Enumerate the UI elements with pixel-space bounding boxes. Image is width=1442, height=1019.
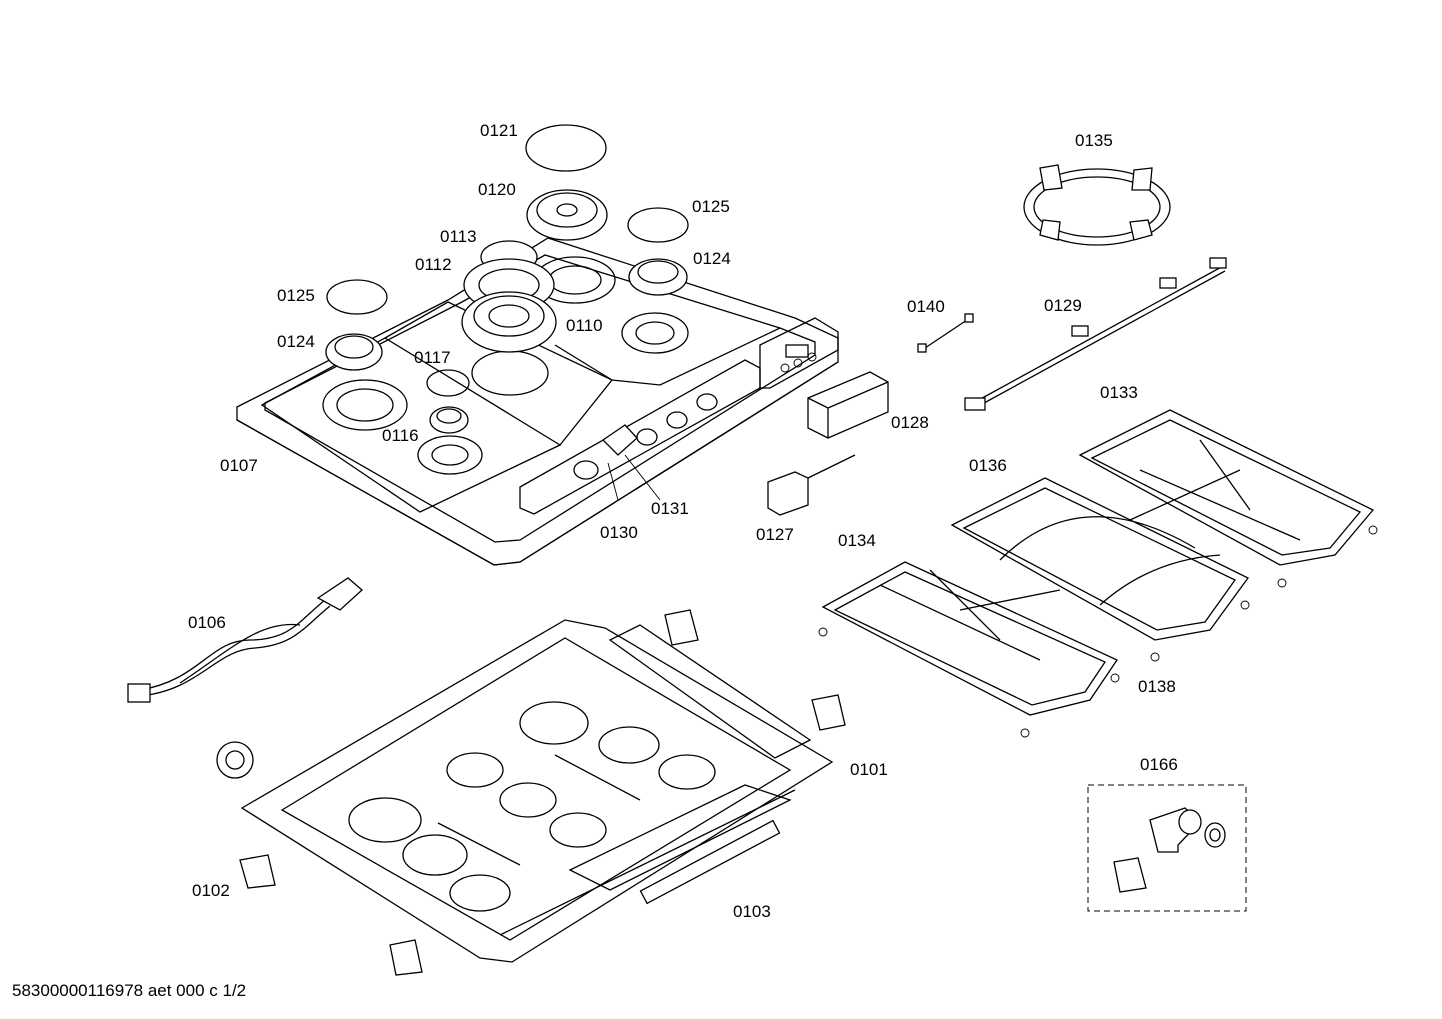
burner-parts [325, 124, 689, 434]
knob-icon [601, 424, 638, 456]
label-0106: 0106 [188, 613, 226, 632]
pan-supports [818, 409, 1378, 738]
kit-0166-box [1087, 784, 1247, 912]
label-0166: 0166 [1140, 755, 1178, 774]
label-0140: 0140 [907, 297, 945, 316]
callout-lines [607, 454, 661, 501]
wiring-harness [917, 257, 1227, 411]
label-0116: 0116 [382, 426, 419, 445]
label-0125-left: 0125 [277, 286, 315, 305]
label-0136: 0136 [969, 456, 1007, 475]
wok-ring [1023, 164, 1171, 246]
burner-0110 [461, 291, 557, 353]
label-0112: 0112 [415, 255, 452, 274]
document-footer: 58300000116978 aet 000 c 1/2 [12, 981, 247, 1000]
label-0117: 0117 [414, 348, 451, 367]
burner-head-0120 [526, 189, 608, 241]
power-cable [127, 577, 363, 703]
burner-cap-0121 [525, 124, 607, 172]
label-0127: 0127 [756, 525, 794, 544]
label-0133: 0133 [1100, 383, 1138, 402]
label-0134: 0134 [838, 531, 876, 550]
burner-head-0124-left [325, 333, 383, 371]
label-0113: 0113 [440, 227, 477, 246]
hob-top-panel [236, 237, 839, 566]
burner-head-0116 [429, 406, 469, 434]
label-0129: 0129 [1044, 296, 1082, 315]
label-0124-left: 0124 [277, 332, 315, 351]
label-0101: 0101 [850, 760, 888, 779]
label-0124-right: 0124 [693, 249, 731, 268]
label-0131: 0131 [651, 499, 689, 518]
burner-cap-0125-right [627, 207, 689, 243]
label-0110: 0110 [566, 316, 603, 335]
label-0125-right: 0125 [692, 197, 730, 216]
bottom-tray [240, 619, 834, 963]
part-labels: 0121 0120 0125 0113 0112 0124 0125 0110 … [188, 121, 1178, 921]
label-0128: 0128 [891, 413, 929, 432]
label-0130: 0130 [600, 523, 638, 542]
burner-cap-0125-left [326, 279, 388, 315]
label-0103: 0103 [733, 902, 771, 921]
label-0120: 0120 [478, 180, 516, 199]
label-0121: 0121 [480, 121, 518, 140]
label-0107: 0107 [220, 456, 258, 475]
label-0135: 0135 [1075, 131, 1113, 150]
electronic-module [767, 371, 889, 516]
fixing-clips [216, 609, 846, 976]
label-0138: 0138 [1138, 677, 1176, 696]
label-0102: 0102 [192, 881, 230, 900]
burner-head-0124-right [628, 258, 688, 296]
burner-cap-0117 [426, 369, 470, 397]
